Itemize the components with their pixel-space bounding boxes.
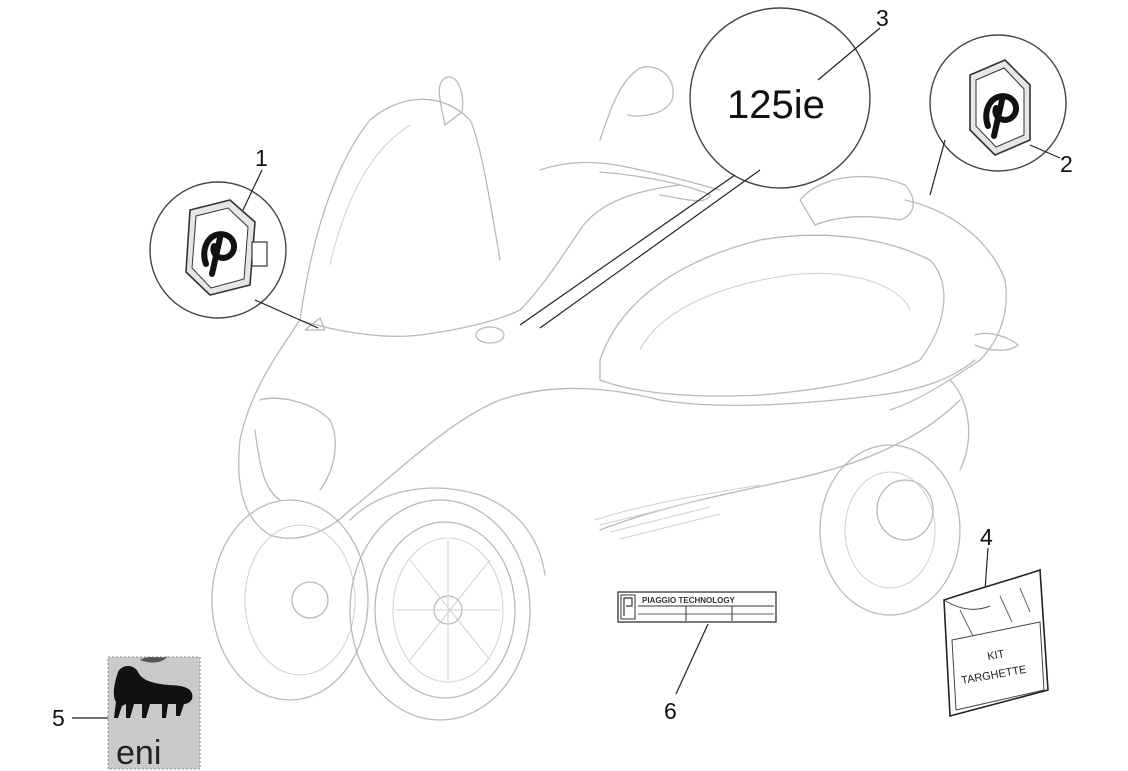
callout-number: 6 bbox=[664, 698, 677, 724]
model-badge-text: 125ie bbox=[727, 83, 825, 127]
leader-line bbox=[242, 169, 263, 211]
callout-number: 5 bbox=[52, 705, 65, 731]
callout-number: 3 bbox=[876, 5, 889, 31]
leader-line bbox=[539, 169, 761, 329]
callout-4-kit-bag: 4 KIT TARGHETTE bbox=[943, 524, 1049, 718]
tech-plate-icon bbox=[617, 591, 777, 623]
callout-1-front-badge: 1 bbox=[149, 145, 319, 329]
callout-5-eni-logo: 5 eni bbox=[52, 656, 201, 771]
eni-dog-icon bbox=[113, 656, 193, 718]
eni-logo-text: eni bbox=[116, 734, 161, 771]
callout-number: 1 bbox=[255, 145, 268, 171]
kit-bag-icon bbox=[943, 568, 1049, 718]
callout-number: 4 bbox=[980, 524, 993, 550]
callout-number: 2 bbox=[1060, 151, 1073, 177]
piaggio-badge-icon bbox=[185, 199, 268, 296]
leader-line bbox=[929, 139, 946, 196]
kit-label-line1: KIT bbox=[986, 648, 1005, 663]
leader-line bbox=[817, 27, 881, 81]
callout-3-model-badge: 125ie 3 bbox=[519, 5, 889, 329]
leader-line bbox=[519, 174, 736, 326]
leader-line bbox=[675, 623, 709, 695]
callout-2-rear-badge: 2 bbox=[929, 34, 1073, 196]
leader-line bbox=[984, 547, 989, 591]
callout-6-tech-plate: PIAGGIO TECHNOLOGY 6 bbox=[617, 591, 777, 724]
detail-bubble bbox=[689, 7, 871, 189]
piaggio-badge-icon bbox=[969, 59, 1031, 156]
tech-plate-text: PIAGGIO TECHNOLOGY bbox=[642, 596, 736, 605]
leader-line bbox=[1029, 144, 1061, 159]
scooter-outline bbox=[211, 66, 1019, 721]
leader-line bbox=[254, 299, 319, 329]
